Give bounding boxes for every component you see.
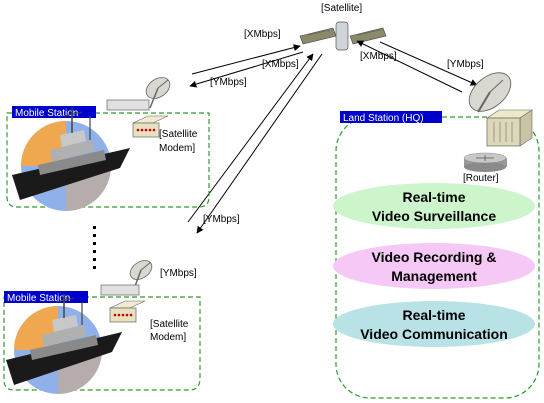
modem-label-2-line2: Modem] (150, 332, 186, 343)
link-label-ymbps-3: [YMbps] (447, 59, 484, 70)
transceiver-icon (106, 99, 150, 111)
service-3-line1: Real-time (402, 307, 465, 323)
mobile-station-1-tag (12, 106, 96, 118)
dish-antenna-icon (468, 72, 512, 113)
link-label-ymbps-1: [YMbps] (210, 77, 247, 88)
service-3-line2: Video Communication (360, 326, 508, 342)
land-station: Land Station (HQ) [Router] (333, 72, 540, 399)
satellite-modem-icon (132, 115, 169, 138)
server-icon (486, 109, 533, 147)
link-label-ymbps-2: [YMbps] (203, 214, 240, 225)
warship-icon (12, 108, 130, 211)
land-station-tag (340, 111, 442, 123)
dish-antenna-icon (129, 260, 153, 290)
ellipsis-dots (93, 226, 96, 269)
mobile-station-2-tag-label: Mobile Station (7, 293, 70, 304)
land-station-tag-label: Land Station (HQ) (343, 113, 424, 124)
modem-label-1-line1: [Satellite (159, 129, 198, 140)
warship-icon (6, 294, 122, 394)
service-2-line2: Management (391, 268, 477, 284)
service-video-communication: Real-time Video Communication (333, 301, 535, 347)
link-label-ymbps-4: [YMbps] (160, 268, 197, 279)
link-label-xmbps-3: [XMbps] (360, 51, 397, 62)
link-label-xmbps-2: [XMbps] (262, 59, 299, 70)
dish-antenna-icon (145, 77, 171, 109)
modem-label-1-line2: Modem] (159, 143, 195, 154)
satellite-label: [Satellite] (321, 3, 362, 14)
transceiver-icon (100, 284, 140, 296)
service-1-line2: Video Surveillance (372, 208, 496, 224)
mobile-station-2: Mobile Station [Satellite Modem] (3, 260, 201, 394)
satellite-icon (299, 21, 387, 51)
service-video-surveillance: Real-time Video Surveillance (333, 183, 535, 229)
router-icon (463, 152, 507, 172)
mobile-station-1-tag-label: Mobile Station (15, 108, 78, 119)
modem-label-2-line1: [Satellite (150, 319, 189, 330)
mobile-station-1: Mobile Station [Satellite Modem] (6, 77, 210, 211)
satellite-modem-icon (109, 300, 146, 323)
service-video-recording: Video Recording & Management (333, 243, 535, 289)
link-label-xmbps-1: [XMbps] (244, 29, 281, 40)
router-label: [Router] (463, 173, 499, 184)
service-1-line1: Real-time (402, 189, 465, 205)
service-2-line1: Video Recording & (372, 249, 497, 265)
